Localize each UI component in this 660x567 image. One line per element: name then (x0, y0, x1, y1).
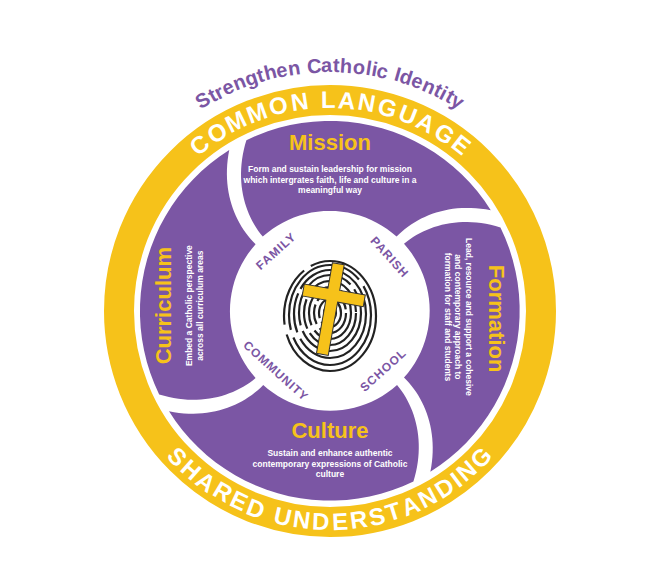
arc-letter: U (272, 503, 294, 530)
cross-symbol (293, 259, 370, 360)
arc-letter: O (267, 92, 291, 120)
arc-letter: R (348, 507, 368, 533)
segment-shape (169, 385, 419, 501)
arc-letter: L (321, 88, 336, 112)
segment-body: Sustain and enhance authentic contempora… (247, 448, 412, 480)
circle-word: PARISH (368, 234, 412, 280)
pillar-segment: Formation Lead, resource and support a co… (404, 222, 520, 472)
segment-heading: Curriculum (151, 247, 176, 364)
ring-band: COMMON LANGUAGESHARED UNDERSTANDINGMissi… (104, 85, 556, 537)
segment-heading: Formation (484, 265, 509, 373)
segment-shape (404, 222, 520, 472)
circle-word: SCHOOL (358, 346, 409, 394)
pillar-segment: MissionForm and sustain leadership for m… (241, 121, 491, 237)
arc-letter: N (356, 90, 377, 117)
arc-letter: D (312, 509, 330, 534)
arc-letter: E (331, 509, 348, 534)
arc-letter: a (321, 55, 332, 75)
segment-shape (140, 150, 256, 400)
arc-letter: c (375, 60, 390, 82)
arc-letter: A (337, 88, 356, 113)
pillar-segment: Curriculum Embed a Catholic perspective a… (140, 150, 256, 400)
ring-band-shape (119, 100, 541, 522)
segment-body: Embed a Catholic perspective across all … (183, 244, 204, 369)
arc-letter: C (306, 55, 322, 76)
segment-heading: Culture (291, 418, 368, 443)
arc-letter: N (289, 89, 310, 115)
title-arc: Strengthen Catholic Identity (183, 45, 478, 121)
segment-shape (241, 121, 491, 237)
segment-body: Form and sustain leadership for mission … (241, 164, 419, 196)
segment-heading: Mission (289, 130, 371, 155)
arc-letter (310, 88, 318, 112)
arc-letter: t (333, 55, 340, 75)
arc-letter: n (286, 57, 301, 79)
segment-body: Lead, resource and support a cohesive an… (442, 236, 474, 398)
arc-letter: h (340, 55, 354, 76)
circle-word: FAMILY (254, 230, 299, 273)
arc-letter: N (292, 507, 312, 533)
